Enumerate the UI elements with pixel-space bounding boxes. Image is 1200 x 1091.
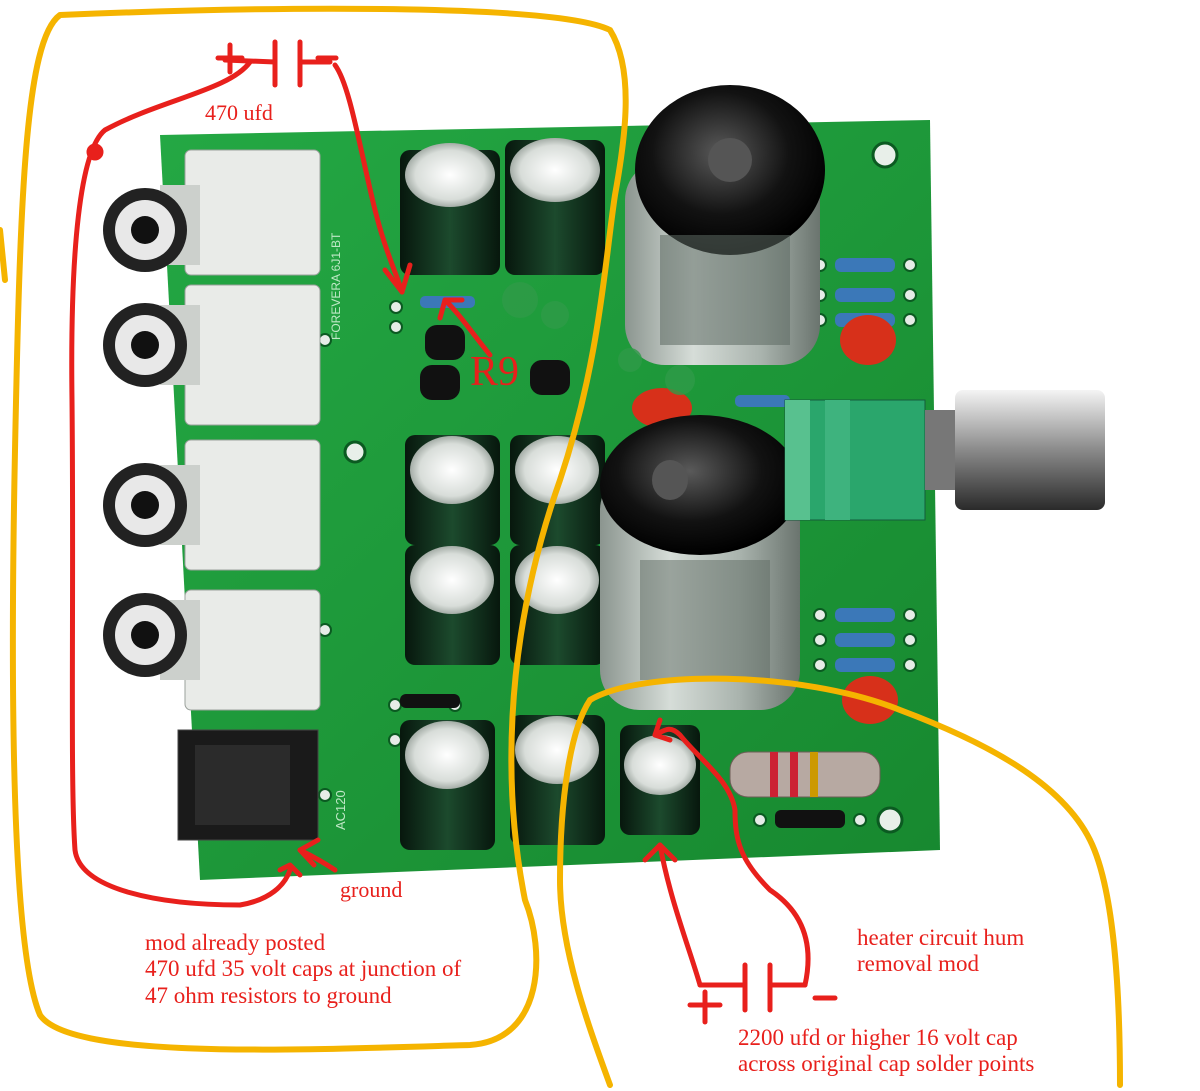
potentiometer-knob [955,390,1105,510]
capacitor [505,138,605,275]
rca-jack [103,149,321,276]
bottom-note-line: 2200 ufd or higher 16 volt cap [738,1025,1018,1050]
mount-hole [871,141,899,169]
rca-jack [103,589,321,711]
edit-smudge [502,282,695,395]
left-note: mod already posted 470 ufd 35 volt caps … [145,930,461,1009]
transistor-group [420,325,570,400]
mount-hole [876,806,904,834]
right-note-line: heater circuit hum [857,925,1025,950]
capacitor [510,715,605,845]
silkscreen-model: AC120 [333,790,348,830]
left-note-line: 47 ohm resistors to ground [145,982,392,1008]
rca-jack [103,284,321,426]
bottom-note: 2200 ufd or higher 16 volt cap across or… [738,1025,1034,1078]
right-note: heater circuit hum removal mod [857,925,1024,978]
capacitor [400,143,500,275]
vacuum-tube [625,85,825,365]
right-note-line: removal mod [857,951,979,977]
r9-label: R9 [470,349,520,395]
cap-top-value-label: 470 ufd [205,100,273,125]
capacitor-heater [620,725,700,835]
rca-jack-group [103,149,321,711]
rca-jack [103,439,321,571]
silkscreen-vertical: FOREVERA 6J1-BT [329,232,343,340]
potentiometer [784,390,1105,521]
left-note-line: mod already posted [145,930,326,955]
vacuum-tube [600,415,800,710]
dc-power-jack [177,729,319,841]
ground-label: ground [340,877,403,902]
bottom-note-line: across original cap solder points [738,1051,1035,1077]
capacitor [405,435,500,545]
capacitor [405,545,500,665]
mount-hole [343,440,367,464]
left-note-line: 470 ufd 35 volt caps at junction of [145,956,462,982]
highlight-outline [0,5,1123,1088]
annotation-wires [69,39,838,1025]
capacitor [400,720,495,850]
